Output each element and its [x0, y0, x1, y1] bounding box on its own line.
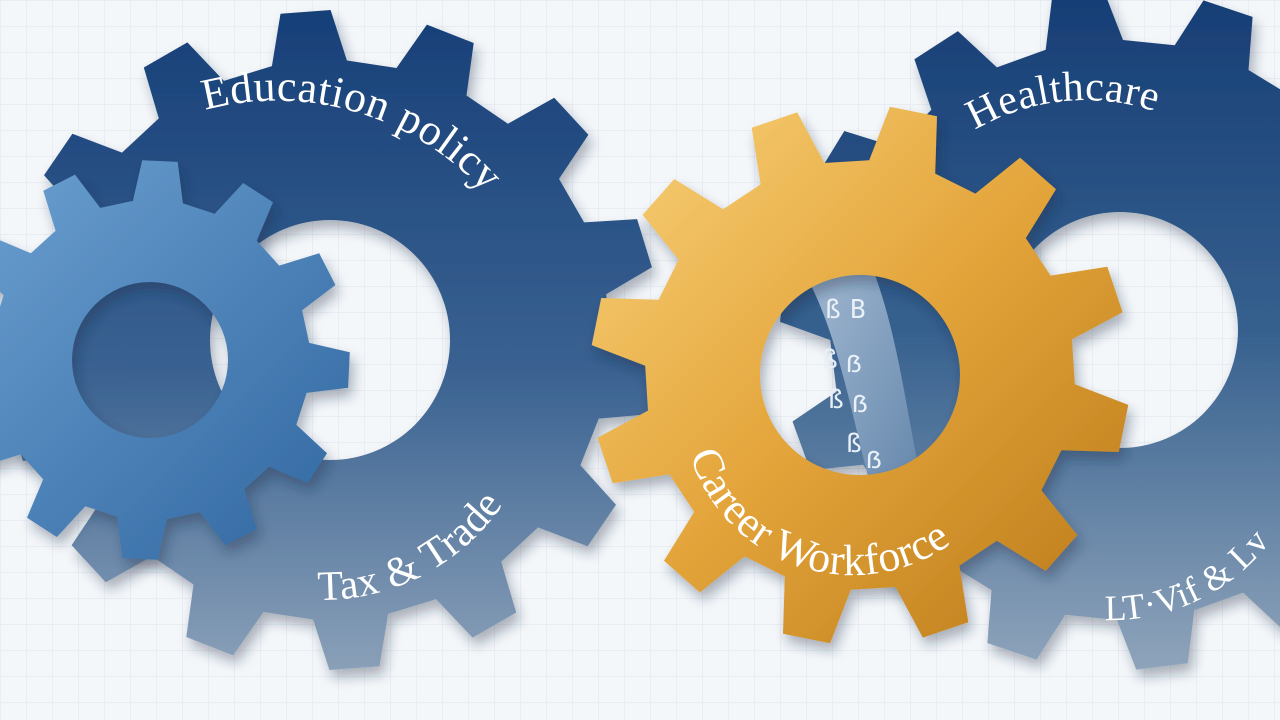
band-glyph: ẞ [846, 349, 862, 379]
band-glyph: ß [828, 385, 844, 415]
band-glyph: ẞ [866, 445, 882, 475]
band-glyph: ẞ [852, 389, 868, 419]
inner-band [790, 240, 930, 520]
center-gold-gear [591, 106, 1129, 644]
gears-layer [0, 0, 1280, 670]
band-glyph: ß [846, 429, 862, 459]
small-left-gear [0, 160, 350, 560]
band-glyph: ß [822, 345, 838, 375]
band-glyph: B [850, 295, 866, 325]
band-glyph: ß [825, 295, 841, 325]
